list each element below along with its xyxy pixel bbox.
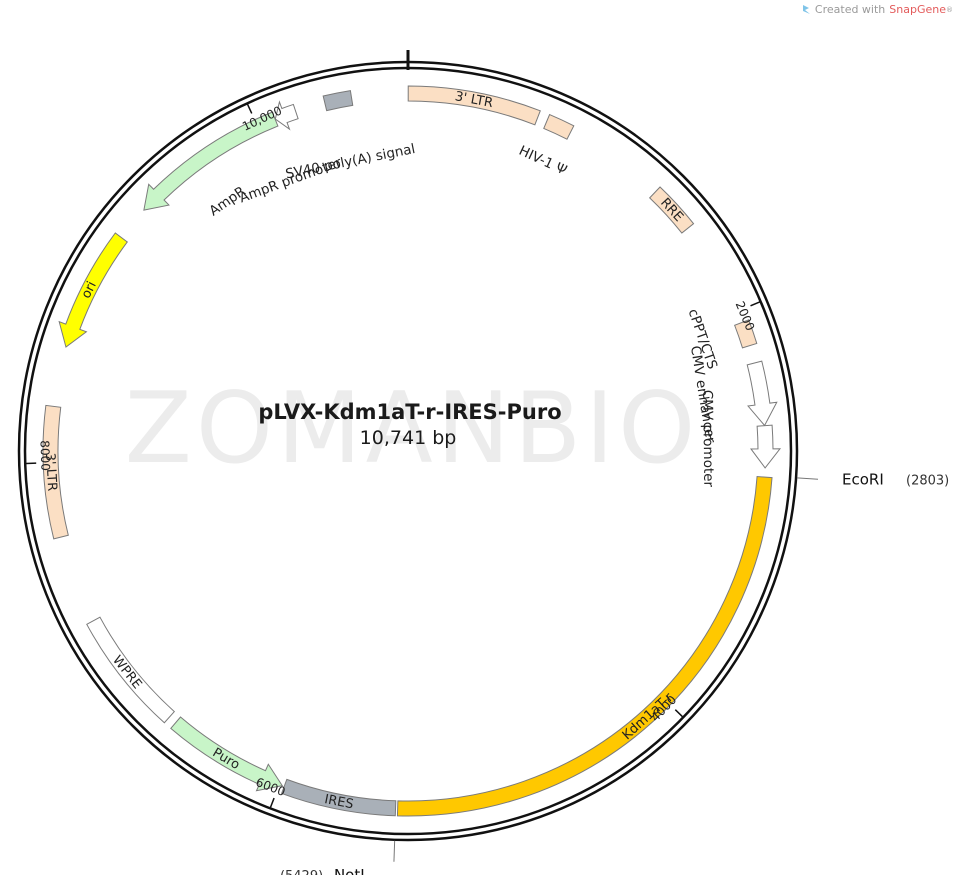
site-line-EcoRI [797, 477, 819, 480]
credit-prefix: Created with [814, 3, 886, 16]
feature-label-ires: IRES [323, 792, 355, 812]
ring-inner [23, 66, 793, 836]
feature-label-ltr5: 3' LTR [454, 89, 495, 111]
feature-label-sv40: SV40 poly(A) signal [284, 141, 416, 182]
credit-mark: ® [946, 5, 953, 14]
feature-cmv_pro[interactable] [750, 424, 782, 469]
feature-rre[interactable] [648, 186, 695, 234]
feature-ires[interactable] [280, 778, 397, 817]
feature-cppt[interactable] [733, 319, 758, 349]
site-name-NotI[interactable]: NotI [334, 866, 365, 875]
tick-2000 [750, 301, 761, 307]
tick-label-8000: 8000 [38, 440, 53, 471]
feature-label-wpre: WPRE [109, 653, 144, 692]
site-layer: EcoRI (2803) NotI (5429) [280, 470, 949, 875]
tick-label-6000: 6000 [254, 775, 288, 799]
feature-ori[interactable] [58, 232, 128, 348]
snapgene-logo-icon [802, 5, 810, 14]
feature-kdm[interactable] [396, 475, 773, 817]
feature-label-psi: HIV-1 Ψ [516, 143, 569, 179]
feature-cmv_enh[interactable] [746, 360, 778, 427]
snapgene-credit: Created with SnapGene® [802, 3, 953, 16]
feature-ltr3[interactable] [42, 404, 69, 540]
feature-psi[interactable] [543, 113, 575, 140]
plasmid-size: 10,741 bp [359, 427, 457, 449]
site-name-EcoRI[interactable]: EcoRI [842, 470, 884, 488]
feature-ltr5[interactable] [407, 85, 541, 126]
ring-outer [17, 60, 799, 842]
credit-brand: SnapGene [889, 3, 946, 16]
tick-6000 [269, 797, 275, 808]
feature-wpre[interactable] [86, 616, 176, 724]
plasmid-name: pLVX-Kdm1aT-r-IRES-Puro [258, 400, 562, 424]
tick-10000 [246, 104, 253, 114]
site-line-NotI [393, 840, 396, 862]
feature-label-ori: ori [79, 279, 100, 301]
feature-ampr[interactable] [143, 111, 279, 211]
feature-label-ltr3: 3' LTR [42, 452, 59, 491]
tick-4000 [674, 709, 684, 718]
backbone-ring [17, 50, 799, 842]
feature-ampr_pro[interactable] [274, 100, 299, 131]
feature-sv40[interactable] [322, 90, 354, 112]
feature-puro[interactable] [170, 716, 284, 792]
site-position-NotI: (5429) [280, 869, 323, 875]
feature-label-cmv_pro: CMV promoter [699, 390, 716, 488]
site-position-EcoRI: (2803) [906, 473, 949, 488]
